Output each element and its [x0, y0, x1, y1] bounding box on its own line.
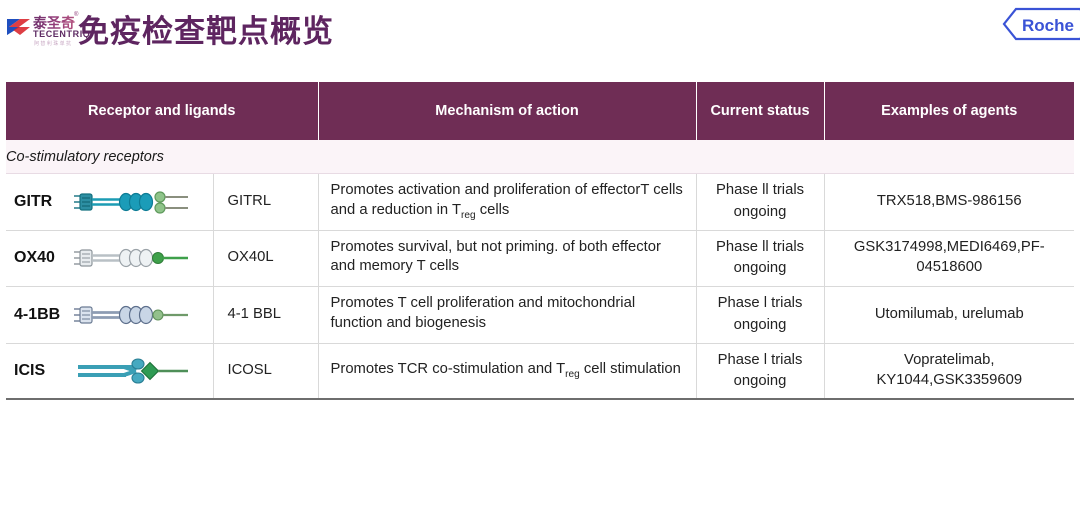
- column-header-current-status: Current status: [696, 82, 825, 140]
- moa-subscript: reg: [565, 369, 580, 381]
- cell-receptor: OX40: [6, 229, 214, 287]
- section-row-co-stimulatory-receptors: Co-stimulatory receptors: [6, 140, 1075, 174]
- cell-current-status: Phase l trials ongoing: [695, 342, 825, 401]
- column-header-receptor-and-ligands: Receptor and ligands: [6, 82, 319, 140]
- four-one-bb-receptor-icon: [74, 300, 190, 330]
- moa-text-main: Promotes T cell proliferation and mitoch…: [330, 295, 636, 331]
- cell-ligand: OX40L: [212, 229, 319, 287]
- table-header-row: Receptor and ligands Mechanism of action…: [6, 82, 1075, 140]
- roche-logo: Roche: [1002, 7, 1080, 41]
- receptor-name: GITR: [14, 192, 53, 210]
- table-row: 4-1BB: [6, 286, 1075, 344]
- page-header: 泰圣奇 ® TECENTRIQ 阿替利珠单抗 免疫检查靶点概览 Roche: [0, 0, 1080, 66]
- table-row: GITR: [6, 173, 1075, 231]
- cell-current-status: Phase ll trials ongoing: [695, 173, 825, 231]
- brand-arrow-icon: [7, 19, 30, 35]
- cell-current-status: Phase l trials ongoing: [695, 286, 825, 344]
- tecentriq-brand-logo: 泰圣奇 ® TECENTRIQ 阿替利珠单抗: [6, 8, 90, 50]
- cell-examples-of-agents: Utomilumab, urelumab: [823, 286, 1075, 344]
- cell-mechanism-of-action: Promotes activation and proliferation of…: [317, 173, 697, 231]
- cell-examples-of-agents: GSK3174998,MEDI6469,PF-04518600: [823, 229, 1075, 287]
- brand-chinese-name: 泰圣奇: [33, 15, 75, 31]
- cell-examples-of-agents: TRX518,BMS-986156: [823, 173, 1075, 231]
- moa-text-main: Promotes TCR co-stimulation and T: [330, 361, 566, 378]
- cell-ligand: GITRL: [212, 173, 319, 231]
- svg-text:Roche: Roche: [1022, 16, 1074, 35]
- section-label: Co-stimulatory receptors: [6, 140, 1075, 174]
- column-header-examples-of-agents: Examples of agents: [824, 82, 1075, 140]
- cell-ligand: ICOSL: [212, 342, 319, 401]
- moa-text-tail: cells: [475, 201, 510, 218]
- brand-english-name: TECENTRIQ: [33, 29, 91, 39]
- cell-receptor: ICIS: [6, 342, 214, 401]
- cell-mechanism-of-action: Promotes T cell proliferation and mitoch…: [317, 286, 697, 344]
- immune-checkpoint-table-wrapper: Receptor and ligands Mechanism of action…: [6, 82, 1075, 401]
- receptor-name: OX40: [14, 249, 55, 267]
- cell-receptor: 4-1BB: [6, 286, 214, 344]
- cell-mechanism-of-action: Promotes survival, but not priming. of b…: [317, 229, 697, 287]
- moa-subscript: reg: [461, 209, 476, 221]
- registered-trademark-icon: ®: [74, 12, 79, 18]
- moa-text-main: Promotes activation and proliferation of…: [330, 182, 683, 218]
- ox40-receptor-icon: [74, 243, 190, 273]
- cell-mechanism-of-action: Promotes TCR co-stimulation and Treg cel…: [317, 342, 697, 401]
- brand-subtitle: 阿替利珠单抗: [34, 41, 73, 47]
- page-title: 免疫检查靶点概览: [78, 14, 334, 49]
- receptor-name: ICIS: [14, 362, 46, 380]
- column-header-mechanism-of-action: Mechanism of action: [318, 82, 697, 140]
- cell-examples-of-agents: Vopratelimab, KY1044,GSK3359609: [823, 342, 1075, 401]
- immune-checkpoint-table: Receptor and ligands Mechanism of action…: [6, 82, 1075, 401]
- cell-receptor: GITR: [6, 173, 214, 231]
- table-row: ICIS: [6, 342, 1075, 401]
- icis-receptor-icon: [74, 356, 190, 386]
- table-row: OX40: [6, 229, 1075, 287]
- receptor-name: 4-1BB: [14, 305, 61, 323]
- moa-text-tail: cell stimulation: [579, 361, 681, 378]
- cell-ligand: 4-1 BBL: [212, 286, 319, 344]
- moa-text-main: Promotes survival, but not priming. of b…: [330, 238, 661, 275]
- gitr-receptor-icon: [74, 187, 190, 217]
- cell-current-status: Phase ll trials ongoing: [695, 229, 825, 287]
